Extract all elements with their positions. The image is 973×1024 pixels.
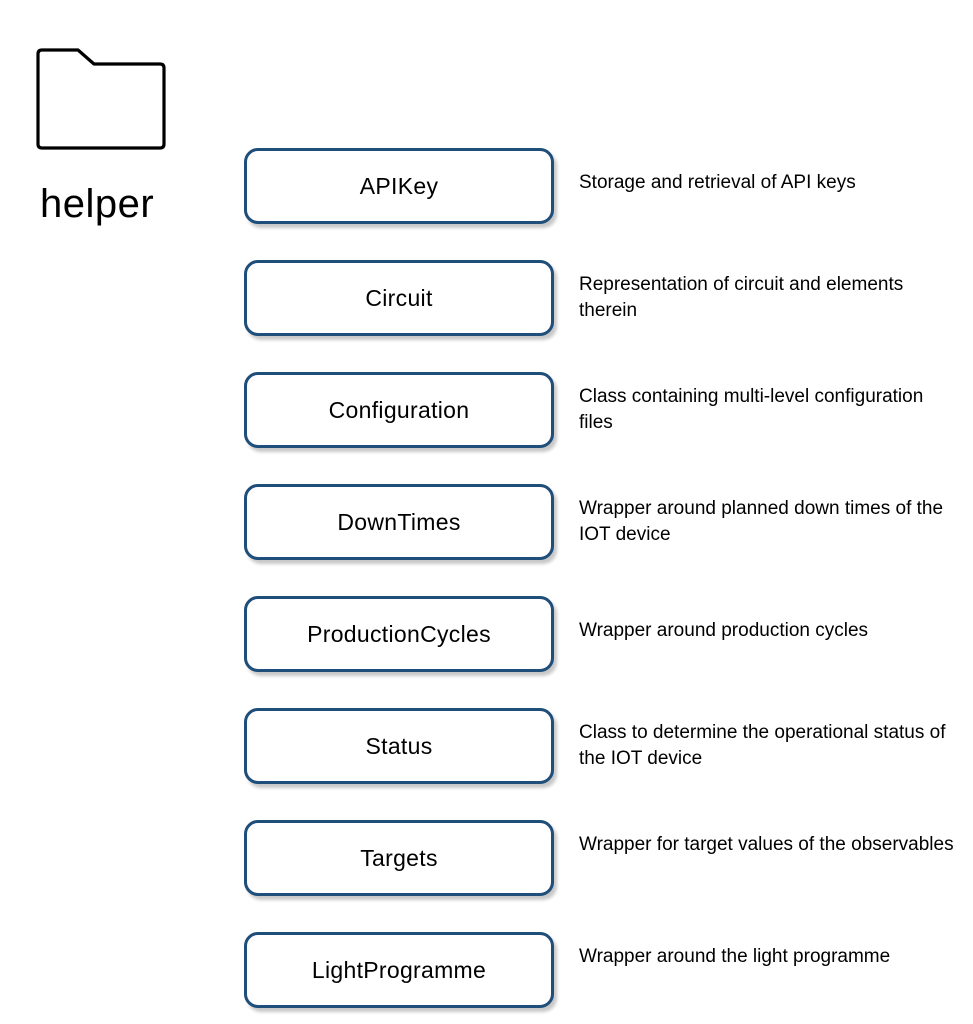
class-row-circuit: Circuit Representation of circuit and el… xyxy=(0,260,973,342)
class-box-configuration[interactable]: Configuration xyxy=(244,372,554,448)
class-row-lightprogramme: LightProgramme Wrapper around the light … xyxy=(0,932,973,1014)
class-row-apikey: APIKey Storage and retrieval of API keys xyxy=(0,148,973,230)
class-box-lightprogramme[interactable]: LightProgramme xyxy=(244,932,554,1008)
class-box-status[interactable]: Status xyxy=(244,708,554,784)
class-box-targets[interactable]: Targets xyxy=(244,820,554,896)
class-row-targets: Targets Wrapper for target values of the… xyxy=(0,820,973,902)
class-description-configuration: Class containing multi-level configurati… xyxy=(579,386,924,433)
folder-icon xyxy=(32,46,168,152)
folder-label: helper xyxy=(40,182,155,226)
class-row-status: Status Class to determine the operationa… xyxy=(0,708,973,790)
class-row-productioncycles: ProductionCycles Wrapper around producti… xyxy=(0,596,973,678)
class-description-lightprogramme: Wrapper around the light programme xyxy=(579,946,891,967)
class-description-downtimes: Wrapper around planned down times of the… xyxy=(579,498,944,545)
class-box-apikey[interactable]: APIKey xyxy=(244,148,554,224)
class-row-configuration: Configuration Class containing multi-lev… xyxy=(0,372,973,454)
class-description-targets: Wrapper for target values of the observa… xyxy=(579,834,954,855)
class-box-productioncycles[interactable]: ProductionCycles xyxy=(244,596,554,672)
class-box-circuit[interactable]: Circuit xyxy=(244,260,554,336)
class-row-downtimes: DownTimes Wrapper around planned down ti… xyxy=(0,484,973,566)
class-description-circuit: Representation of circuit and elements t… xyxy=(579,274,904,321)
class-box-downtimes[interactable]: DownTimes xyxy=(244,484,554,560)
class-description-productioncycles: Wrapper around production cycles xyxy=(579,620,869,641)
class-description-status: Class to determine the operational statu… xyxy=(579,722,946,769)
class-description-apikey: Storage and retrieval of API keys xyxy=(579,172,856,193)
